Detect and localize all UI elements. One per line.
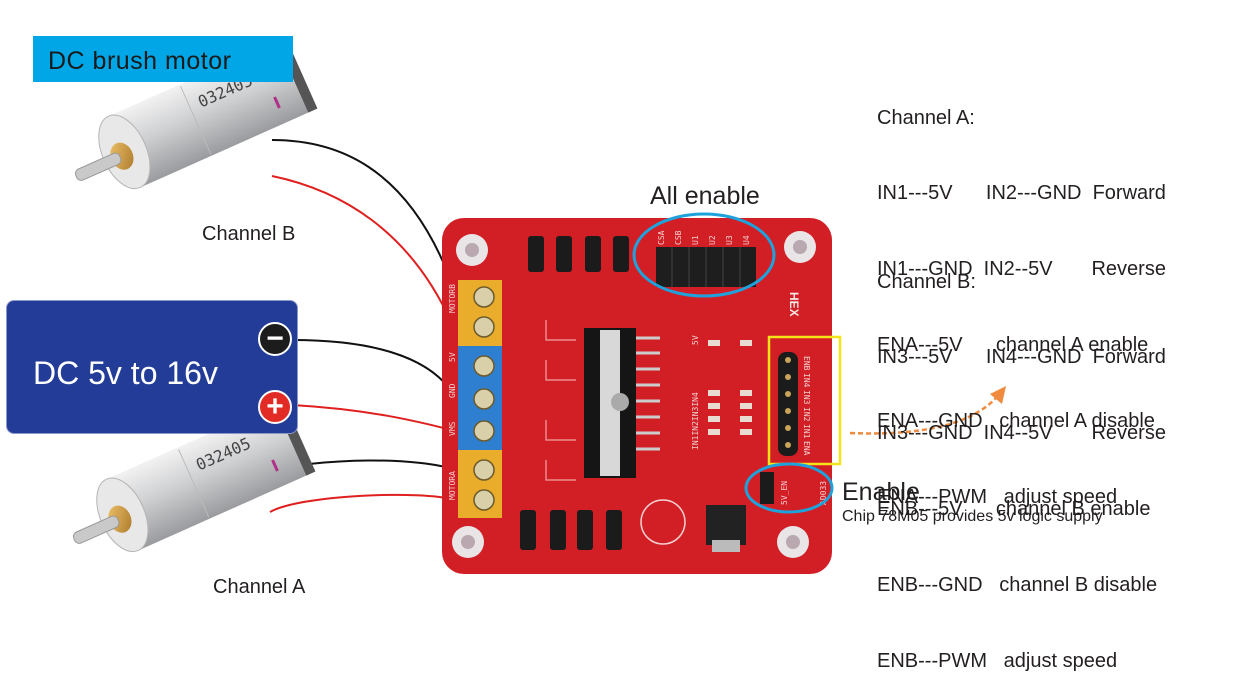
diagram-canvas: 032405 032405	[72, 37, 1006, 574]
wire-power-pos	[291, 404, 453, 431]
arrow-head-icon	[990, 386, 1006, 404]
wire-motor-b-black	[271, 139, 457, 296]
enable-jumper-highlight	[744, 462, 834, 514]
negative-terminal-icon: −	[258, 322, 292, 356]
wire-motor-a-red	[269, 493, 457, 513]
pin-label: IN3	[802, 390, 811, 405]
jumper-label: CSA	[657, 230, 666, 245]
pin-label: IN4	[802, 373, 811, 388]
pin-label: ENA	[802, 441, 811, 456]
capacitor	[640, 499, 686, 545]
control-pins-highlight	[767, 335, 842, 466]
plus-icon: +	[266, 390, 284, 423]
channel-b-row: IN3---5V IN4---GND Forward	[877, 346, 1166, 369]
diodes-top	[528, 236, 629, 272]
5v-enable-jumper	[760, 472, 774, 504]
channel-b-row: ENB---5V channel B enable	[877, 498, 1151, 521]
terminal-label: MOTORA	[448, 471, 457, 500]
silk-5v-en: 5V_EN	[780, 481, 789, 505]
enable-label: Enable	[842, 478, 920, 506]
wire-power-neg	[291, 339, 453, 393]
channel-a-notes: Channel A: IN1---5V IN2---GND Forward IN…	[877, 55, 1166, 536]
l298n-driver-board	[442, 218, 832, 574]
pin-label: ENB	[802, 356, 811, 371]
control-pin-header	[778, 352, 798, 456]
terminal-label: MOTORB	[448, 284, 457, 313]
channel-b-row: IN3---GND IN4--5V Reverse	[877, 422, 1166, 445]
enable-jumpers	[656, 247, 756, 287]
channel-b-row: ENB---GND channel B disable	[877, 574, 1158, 597]
terminal-screws	[473, 286, 495, 511]
regulator-78m05	[706, 505, 746, 545]
all-enable-label: All enable	[650, 182, 760, 210]
channel-a-heading: Channel A:	[877, 106, 975, 129]
channel-b-heading: Channel B:	[877, 270, 976, 293]
channel-a-row: IN1---GND IN2--5V Reverse	[877, 258, 1166, 281]
terminal-label: 5V	[448, 352, 457, 362]
title-text: DC brush motor	[48, 47, 232, 75]
silk-ad033: AD033	[819, 481, 828, 505]
title-banner: DC brush motor	[33, 36, 293, 82]
wire-motor-b-red	[271, 175, 453, 325]
jumper-label: U1	[691, 235, 700, 245]
enable-note: Chip 78M05 provides 5v logic supply	[842, 508, 1103, 525]
channel-b-notes: Channel B: IN3---5V IN4---GND Forward IN…	[877, 219, 1166, 700]
channel-a-row: ENA---PWM adjust speed	[877, 486, 1118, 509]
motor-a-label: Channel A	[213, 576, 306, 598]
channel-a-row: IN1---5V IN2---GND Forward	[877, 182, 1166, 205]
l298n-heatsink	[545, 320, 660, 481]
power-supply-box: DC 5v to 16v	[6, 300, 298, 434]
pin-label: IN1	[802, 424, 811, 439]
motor-b-label: Channel B	[202, 223, 296, 245]
smd-components	[708, 340, 752, 435]
channel-a-row: ENA---5V channel A enable	[877, 334, 1149, 357]
dashed-arrow	[849, 397, 997, 435]
silk-brand: HEX	[787, 292, 801, 317]
diodes-bottom	[520, 510, 622, 550]
jumper-label: U4	[742, 235, 751, 245]
channel-b-row: ENB---PWM adjust speed	[877, 650, 1118, 673]
all-enable-highlight	[632, 212, 776, 298]
silk-5v: 5V	[691, 335, 700, 345]
terminal-label: VMS	[448, 421, 457, 436]
minus-icon: −	[266, 322, 284, 355]
jumper-label: U3	[725, 235, 734, 245]
silk-in-labels: IN1IN2IN3IN4	[691, 392, 700, 450]
jumper-label: U2	[708, 235, 717, 245]
terminal-label: GND	[448, 383, 457, 398]
jumper-label: CSB	[674, 230, 683, 245]
power-supply-label: DC 5v to 16v	[33, 355, 218, 391]
positive-terminal-icon: +	[258, 390, 292, 424]
mounting-holes	[452, 231, 816, 558]
channel-a-row: ENA---GND channel A disable	[877, 410, 1155, 433]
pin-label: IN2	[802, 407, 811, 422]
